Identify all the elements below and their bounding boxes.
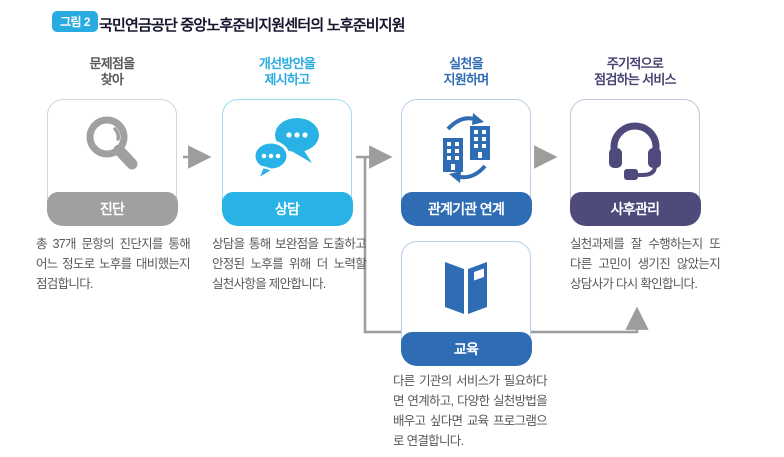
figure-number-badge: 그림 2 — [52, 11, 99, 32]
education-label: 교육 — [400, 331, 532, 366]
chat-bubbles-icon — [252, 118, 319, 182]
diagnosis-label: 진단 — [46, 191, 178, 226]
followup-label: 사후관리 — [569, 191, 701, 226]
followup-header: 주기적으로 점검하는 서비스 — [594, 56, 676, 87]
open-book-icon — [445, 262, 487, 314]
counseling-label: 상담 — [221, 191, 353, 226]
counseling-header: 개선방안을 제시하고 — [258, 56, 316, 87]
agency-link-card: 관계기관 연계 — [400, 99, 532, 226]
counseling-description: 상담을 통해 보완점을 도출하고 안정된 노후를 위해 더 노력할 실천사항을 … — [212, 237, 367, 291]
education-card: 교육 — [400, 241, 532, 366]
buildings-exchange-icon — [443, 113, 490, 183]
magnifier-icon — [86, 116, 138, 170]
education-description: 다른 기관의 서비스가 필요하다면 연계하고, 다양한 실천방법을 배우고 싶다… — [393, 374, 548, 448]
headset-icon — [609, 122, 661, 180]
diagnosis-header: 문제점을 찾아 — [89, 56, 135, 87]
followup-card: 사후관리 — [569, 99, 701, 226]
diagnosis-description: 총 37개 문항의 진단지를 통해 어느 정도로 노후를 대비했는지 점검합니다… — [36, 237, 191, 291]
agency-link-header: 실천을 지원하며 — [443, 56, 489, 87]
figure-title: 국민연금공단 중앙노후준비지원센터의 노후준비지원 — [99, 17, 406, 34]
counseling-card: 상담 — [221, 99, 353, 226]
diagnosis-card: 진단 — [46, 99, 178, 226]
followup-description: 실천과제를 잘 수행하는지 또 다른 고민이 생기진 않았는지 상담사가 다시 … — [570, 237, 721, 291]
agency-link-label: 관계기관 연계 — [400, 191, 532, 226]
